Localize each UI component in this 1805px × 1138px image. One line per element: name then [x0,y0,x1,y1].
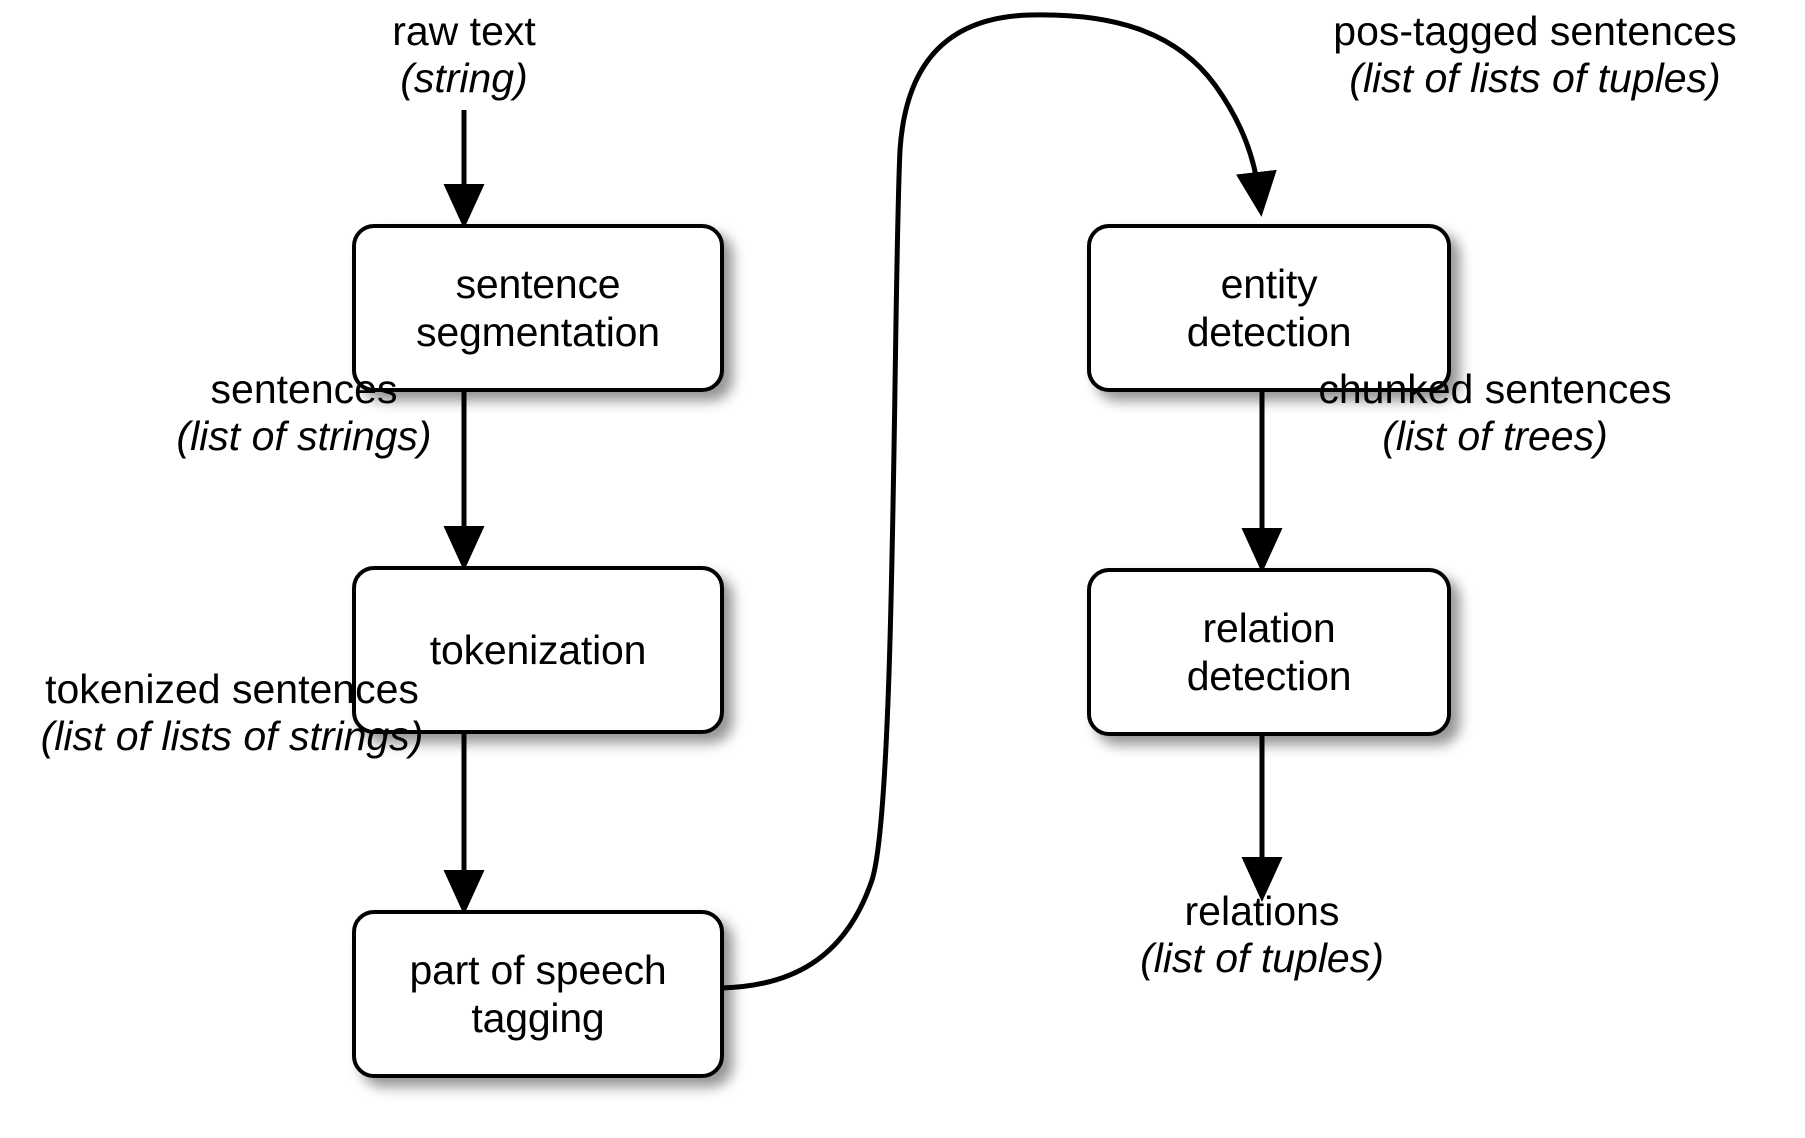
edge-label-sentences-name: sentences [210,366,398,412]
edge-label-tokenized-sentences: tokenized sentences (list of lists of st… [22,666,442,759]
edge-label-relations-name: relations [1184,888,1340,934]
edge-label-tokenized-sentences-type: (list of lists of strings) [40,712,424,759]
edge-label-pos-tagged-sentences-type: (list of lists of tuples) [1349,54,1721,101]
node-sentence-segmentation[interactable]: sentence segmentation [352,224,724,392]
edge-label-relations: relations (list of tuples) [1062,888,1462,981]
node-sentence-segmentation-label: sentence segmentation [416,260,660,355]
edge-label-chunked-sentences-type: (list of trees) [1382,412,1608,459]
edge-pos-tagging-to-entity-detection [721,12,1277,991]
node-entity-detection-label: entity detection [1186,260,1352,355]
node-part-of-speech-tagging-label: part of speech tagging [409,946,667,1041]
edge-label-raw-text-name: raw text [392,8,536,54]
edge-label-sentences-type: (list of strings) [176,412,432,459]
edge-label-relations-type: (list of tuples) [1140,934,1384,981]
node-relation-detection-label: relation detection [1186,604,1352,699]
node-part-of-speech-tagging[interactable]: part of speech tagging [352,910,724,1078]
edge-label-pos-tagged-sentences: pos-tagged sentences (list of lists of t… [1285,8,1785,101]
node-tokenization-label: tokenization [429,626,647,673]
edge-label-pos-tagged-sentences-name: pos-tagged sentences [1333,8,1737,54]
node-tokenization[interactable]: tokenization [352,566,724,734]
edge-label-tokenized-sentences-name: tokenized sentences [45,666,419,712]
node-entity-detection[interactable]: entity detection [1087,224,1451,392]
node-relation-detection[interactable]: relation detection [1087,568,1451,736]
edge-label-raw-text: raw text (string) [264,8,664,101]
edge-label-chunked-sentences: chunked sentences (list of trees) [1285,366,1705,459]
edge-label-sentences: sentences (list of strings) [154,366,454,459]
edge-label-raw-text-type: (string) [400,54,528,101]
edge-label-chunked-sentences-name: chunked sentences [1318,366,1672,412]
